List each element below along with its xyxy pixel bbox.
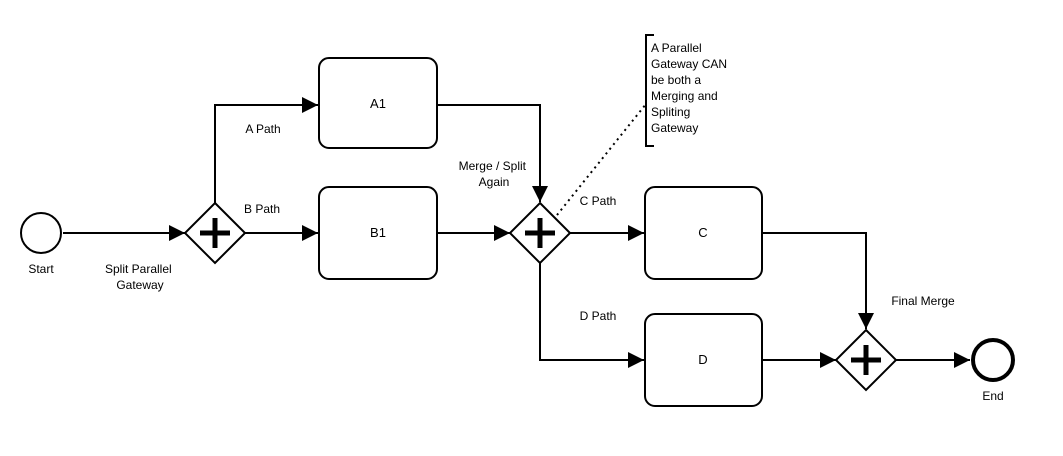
final-merge-label: Final Merge <box>891 294 955 308</box>
merge-split-gateway[interactable] <box>508 201 572 265</box>
annotation-line-3: be both a <box>651 73 701 87</box>
parallel-plus-icon <box>200 218 230 248</box>
task-c-label: C <box>698 225 707 240</box>
annotation-line-6: Gateway <box>651 121 698 135</box>
c-path-label: C Path <box>580 194 617 208</box>
task-c[interactable]: C <box>644 186 763 280</box>
end-label: End <box>982 389 1003 403</box>
start-event[interactable] <box>20 212 62 254</box>
split-gateway-label: Split Parallel Gateway <box>105 262 175 292</box>
merge-split-gateway-label: Merge / Split Again <box>459 159 530 189</box>
annotation-line-5: Spliting <box>651 105 690 119</box>
flow-a1-to-merge[interactable] <box>437 104 548 202</box>
parallel-plus-icon <box>525 218 555 248</box>
final-merge-gateway[interactable] <box>834 328 898 392</box>
annotation-line-2: Gateway CAN <box>651 57 727 71</box>
flow-a-path[interactable] <box>214 97 318 204</box>
parallel-plus-icon <box>851 345 881 375</box>
end-event[interactable] <box>971 338 1015 382</box>
task-d-label: D <box>698 352 707 367</box>
flow-d-path[interactable] <box>539 262 644 368</box>
task-b1-label: B1 <box>370 225 386 240</box>
annotation-bracket <box>645 34 654 147</box>
annotation-line-1: A Parallel <box>651 41 702 55</box>
split-parallel-gateway[interactable] <box>183 201 247 265</box>
sequence-flows <box>63 97 970 368</box>
task-a1[interactable]: A1 <box>318 57 438 149</box>
task-a1-label: A1 <box>370 96 386 111</box>
task-d[interactable]: D <box>644 313 763 407</box>
start-label: Start <box>28 262 54 276</box>
annotation-line-4: Merging and <box>651 89 718 103</box>
d-path-label: D Path <box>580 309 617 323</box>
annotation-text: A Parallel Gateway CAN be both a Merging… <box>651 41 730 135</box>
flow-c-to-final[interactable] <box>762 232 874 329</box>
task-b1[interactable]: B1 <box>318 186 438 280</box>
b-path-label: B Path <box>244 202 280 216</box>
a-path-label: A Path <box>245 122 280 136</box>
